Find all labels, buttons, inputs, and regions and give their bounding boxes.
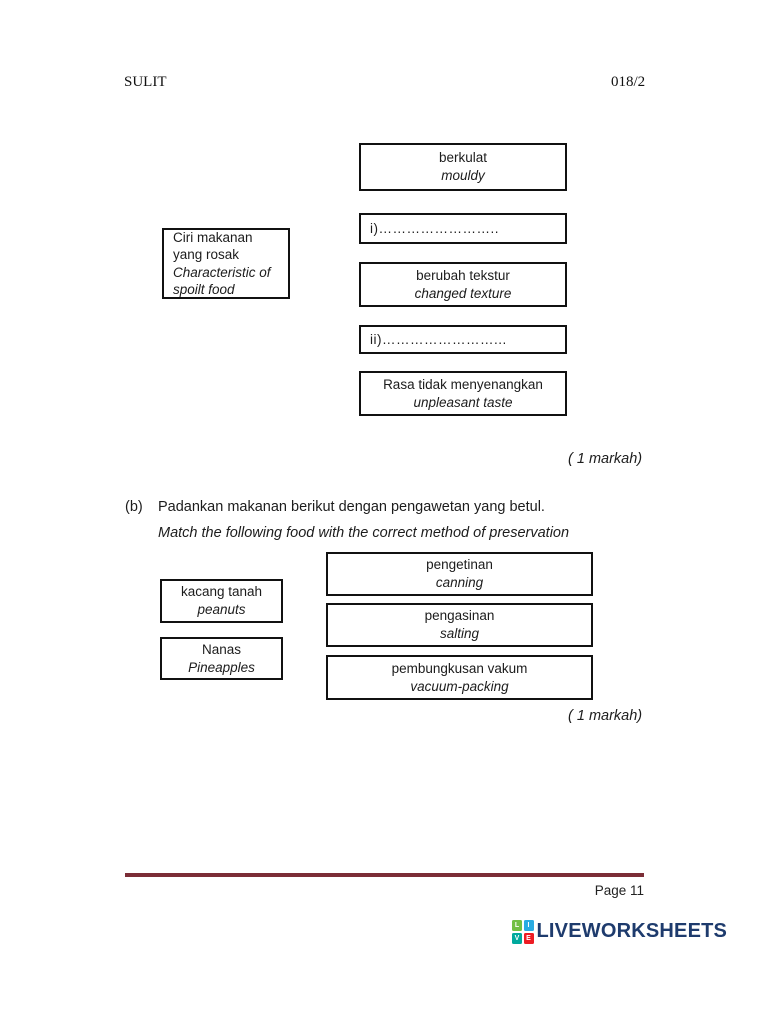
method-box-vacuum-packing[interactable]: pembungkusan vakum vacuum-packing (326, 655, 593, 700)
source-box-line-italic: spoilt food (173, 282, 235, 297)
question-b-malay: Padankan makanan berikut dengan pengawet… (158, 499, 545, 515)
spoilt-food-source-box: Ciri makanan yang rosak Characteristic o… (162, 228, 290, 299)
answer-blank-ii-text: ii)……………………... (370, 331, 507, 347)
liveworksheets-icon: L I V E (512, 920, 534, 944)
liveworksheets-wordmark: LIVEWORKSHEETS (536, 920, 728, 943)
label-malay: berkulat (438, 150, 488, 165)
method-box-canning[interactable]: pengetinan canning (326, 552, 593, 596)
confidential-label: SULIT (124, 74, 167, 90)
question-b-label: (b) (125, 499, 143, 515)
paper-code: 018/2 (611, 74, 646, 90)
source-box-line-italic: Characteristic of (173, 264, 271, 280)
label-english: mouldy (441, 168, 485, 183)
answer-blank-i[interactable]: i)…………………….. (359, 213, 567, 244)
logo-square-i-icon: I (523, 920, 534, 931)
logo-square-e-icon: E (523, 932, 534, 944)
label-malay: Nanas (201, 641, 242, 657)
label-malay: pengetinan (426, 557, 493, 572)
label-malay: pembungkusan vakum (391, 660, 528, 676)
label-malay: berubah tekstur (416, 267, 510, 283)
food-box-pineapples[interactable]: Nanas Pineapples (160, 637, 283, 680)
liveworksheets-logo[interactable]: L I V E LIVEWORKSHEETS (512, 920, 727, 944)
source-box-line: yang rosak (173, 247, 240, 262)
characteristic-box-mouldy: berkulat mouldy (359, 143, 567, 191)
label-english: vacuum-packing (410, 678, 509, 694)
source-box-line: Ciri makanan (173, 229, 253, 245)
marks-label-b: ( 1 markah) (568, 708, 643, 724)
label-english: salting (439, 626, 480, 641)
label-malay: Rasa tidak menyenangkan (383, 376, 543, 392)
label-english: unpleasant taste (413, 394, 513, 410)
label-malay: pengasinan (424, 608, 495, 623)
label-malay: kacang tanah (180, 584, 263, 599)
logo-square-v-icon: V (512, 932, 522, 944)
marks-label-a: ( 1 markah) (568, 451, 643, 467)
answer-blank-i-text: i)…………………….. (370, 220, 499, 236)
label-english: Pineapples (188, 659, 255, 675)
page-number: Page 11 (594, 883, 644, 898)
label-english: canning (435, 575, 484, 590)
food-box-peanuts[interactable]: kacang tanah peanuts (160, 579, 283, 623)
answer-blank-ii[interactable]: ii)……………………... (359, 325, 567, 354)
label-english: peanuts (197, 602, 246, 617)
footer-divider (125, 873, 644, 877)
label-english: changed texture (414, 285, 512, 301)
characteristic-box-texture: berubah tekstur changed texture (359, 262, 567, 307)
characteristic-box-taste: Rasa tidak menyenangkan unpleasant taste (359, 371, 567, 416)
method-box-salting[interactable]: pengasinan salting (326, 603, 593, 647)
logo-square-l-icon: L (512, 920, 522, 931)
question-b-english: Match the following food with the correc… (158, 525, 570, 541)
